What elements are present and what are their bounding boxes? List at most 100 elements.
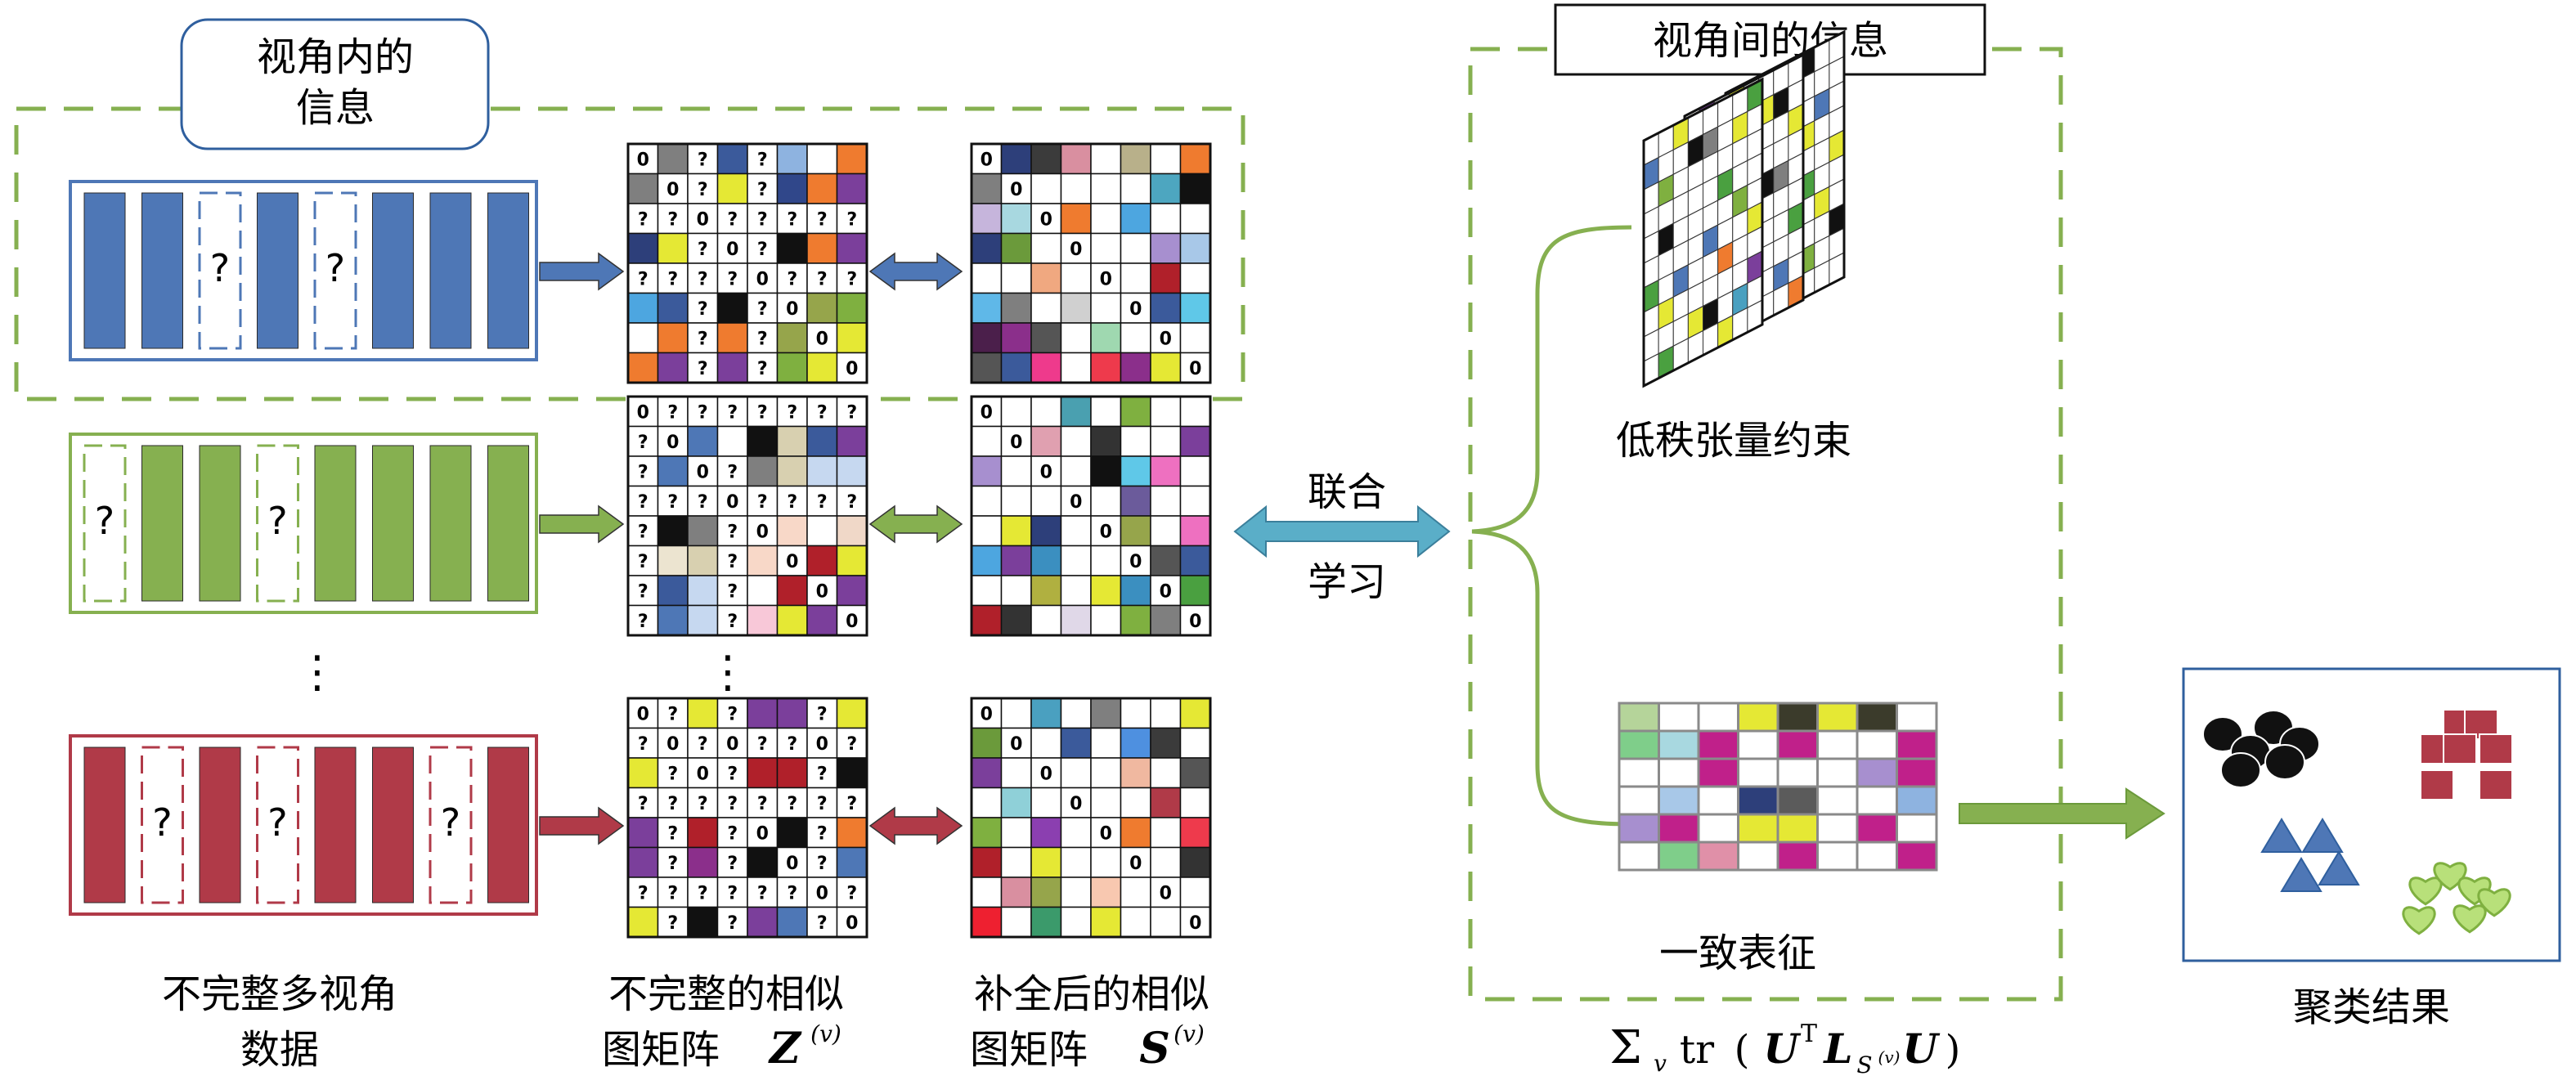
matrix-cell xyxy=(1000,455,1032,487)
representation-cell xyxy=(1658,702,1700,733)
matrix-cell xyxy=(836,846,868,878)
sample-column xyxy=(83,746,126,903)
matrix-cell xyxy=(1179,545,1211,576)
sample-column xyxy=(314,445,357,602)
matrix-cell xyxy=(747,515,779,547)
missing-mark: ? xyxy=(817,794,828,814)
matrix-cell xyxy=(687,545,719,576)
diagonal-zero: 0 xyxy=(1040,462,1052,482)
missing-mark: ? xyxy=(757,492,768,513)
matrix-cell xyxy=(776,322,808,354)
missing-mark: ? xyxy=(698,402,708,423)
low-rank-tensor xyxy=(1642,29,1846,388)
missing-mark: ? xyxy=(727,764,738,784)
matrix-cell xyxy=(1000,232,1032,264)
matrix-cell xyxy=(1030,846,1062,878)
sample-column xyxy=(314,746,357,903)
representation-cell xyxy=(1856,813,1898,844)
cluster-result-label: 聚类结果 xyxy=(2293,984,2450,1030)
matrix-cell xyxy=(1060,322,1092,354)
matrix-cell xyxy=(1060,545,1092,576)
matrix-cell xyxy=(1000,846,1032,878)
missing-mark: ? xyxy=(698,269,708,289)
matrix-cell xyxy=(716,485,748,517)
matrix-cell xyxy=(1090,727,1122,759)
representation-cell xyxy=(1737,785,1779,816)
matrix-cell xyxy=(1120,575,1151,607)
diagonal-zero: 0 xyxy=(1040,209,1052,230)
missing-mark: ? xyxy=(638,794,648,814)
matrix-cell xyxy=(1090,604,1122,636)
matrix-cell xyxy=(1060,455,1092,487)
matrix-cell xyxy=(836,232,868,264)
diagonal-zero: 0 xyxy=(786,299,798,320)
sample-column xyxy=(83,192,126,349)
matrix-cell xyxy=(627,173,659,204)
matrix-cell xyxy=(657,604,689,636)
diagonal-zero: 0 xyxy=(981,150,993,170)
representation-cell xyxy=(1856,702,1898,733)
missing-mark: ? xyxy=(727,854,738,874)
matrix-cell xyxy=(1150,817,1182,849)
sample-column xyxy=(429,445,472,602)
cluster-triangle xyxy=(2280,857,2322,892)
matrix-cell xyxy=(836,697,868,729)
missing-mark: ? xyxy=(698,240,708,260)
missing-mark: ? xyxy=(757,734,768,755)
matrix-cell xyxy=(716,292,748,324)
diagonal-zero: 0 xyxy=(816,883,828,903)
cluster-heart xyxy=(2402,906,2436,935)
missing-mark: ? xyxy=(787,269,797,289)
missing-mark: ? xyxy=(95,499,114,543)
matrix-cell xyxy=(806,425,838,457)
diagonal-zero: 0 xyxy=(816,581,828,602)
matrix-cell xyxy=(1150,396,1182,428)
view-3: ???0????0?0??0??0????????????0???0??????… xyxy=(69,697,1212,939)
matrix-cell xyxy=(776,396,808,428)
matrix-cell xyxy=(1090,846,1122,878)
matrix-cell xyxy=(1120,757,1151,789)
missing-mark: ? xyxy=(727,612,738,632)
matrix-cell xyxy=(806,455,838,487)
matrix-cell xyxy=(1060,906,1092,938)
representation-cell xyxy=(1896,729,1938,760)
matrix-cell xyxy=(971,262,1003,294)
matrix-cell xyxy=(627,455,659,487)
matrix-cell xyxy=(747,396,779,428)
cluster-circle xyxy=(2202,716,2243,752)
cluster-shapes xyxy=(2202,709,2513,935)
missing-mark: ? xyxy=(210,246,230,290)
missing-mark: ? xyxy=(667,913,678,934)
intra-view-label-box xyxy=(180,18,490,150)
completed-graph-label-line1: 补全后的相似 xyxy=(974,971,1209,1017)
missing-mark: ? xyxy=(638,522,648,542)
representation-cell xyxy=(1618,729,1660,760)
matrix-cell xyxy=(971,545,1003,576)
missing-mark: ? xyxy=(667,269,678,289)
matrix-cell xyxy=(776,515,808,547)
diagonal-zero: 0 xyxy=(1189,913,1201,934)
matrix-cell xyxy=(1090,545,1122,576)
matrix-cell xyxy=(971,515,1003,547)
consistent-representation-matrix xyxy=(1618,702,1938,872)
sample-column xyxy=(199,746,241,903)
matrix-cell xyxy=(836,455,868,487)
matrix-cell xyxy=(1030,232,1062,264)
matrix-cell xyxy=(1000,396,1032,428)
matrix-cell xyxy=(747,173,779,204)
representation-cell xyxy=(1658,813,1700,844)
missing-mark: ? xyxy=(667,402,678,423)
matrix-cell xyxy=(1030,173,1062,204)
matrix-cell xyxy=(747,262,779,294)
matrix-cell xyxy=(657,232,689,264)
diagonal-zero: 0 xyxy=(726,240,738,260)
matrix-cell xyxy=(687,425,719,457)
matrix-cell xyxy=(1030,485,1062,517)
view-groups: ??0??0????0??????0?????0?????0??0??00000… xyxy=(69,142,1212,939)
matrix-cell xyxy=(1120,262,1151,294)
matrix-cell xyxy=(776,425,808,457)
matrix-cell xyxy=(1000,604,1032,636)
diagonal-zero: 0 xyxy=(786,854,798,874)
representation-cell xyxy=(1618,841,1660,872)
missing-mark: ? xyxy=(698,794,708,814)
